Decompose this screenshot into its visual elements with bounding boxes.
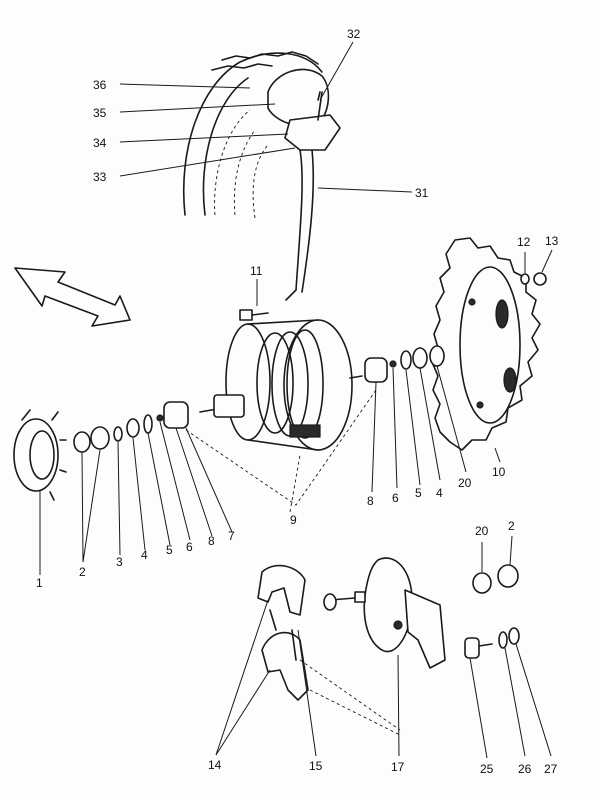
label-9: 9 [290,513,297,527]
label-6-right: 6 [392,491,399,505]
label-1: 1 [36,576,43,590]
label-32: 32 [347,27,361,41]
label-15: 15 [309,759,323,773]
label-4-left: 4 [141,548,148,562]
brake-assembly [257,557,446,701]
label-10: 10 [492,465,506,479]
hardware-parts [13,272,547,659]
label-36: 36 [93,78,107,92]
label-14: 14 [208,758,222,772]
label-34: 34 [93,136,107,150]
direction-arrow-icon [14,267,131,327]
label-26: 26 [518,762,532,776]
label-5-left: 5 [166,543,173,557]
label-12: 12 [517,235,531,249]
rear-tire-and-fender [182,51,341,301]
label-6-left: 6 [186,540,193,554]
rear-sprocket [431,237,541,451]
label-2-left: 2 [79,565,86,579]
label-11: 11 [250,264,263,278]
label-2-bottom: 2 [508,519,515,533]
label-5-right: 5 [415,486,422,500]
label-3: 3 [116,555,123,569]
label-17: 17 [391,760,405,774]
leader-lines [39,41,553,759]
label-27: 27 [544,762,558,776]
label-31: 31 [415,186,429,200]
label-8-left: 8 [208,534,215,548]
part-number-labels: 32 36 35 34 33 31 12 13 11 20 10 4 5 6 8… [36,27,559,776]
label-4-right: 4 [436,486,443,500]
rear-hub [199,319,363,451]
label-33: 33 [93,170,107,184]
label-20-right: 20 [458,476,472,490]
label-35: 35 [93,106,107,120]
label-20-bottom: 20 [475,524,489,538]
label-25: 25 [480,762,494,776]
label-13: 13 [545,234,559,248]
label-8-right: 8 [367,494,374,508]
label-7: 7 [228,529,235,543]
